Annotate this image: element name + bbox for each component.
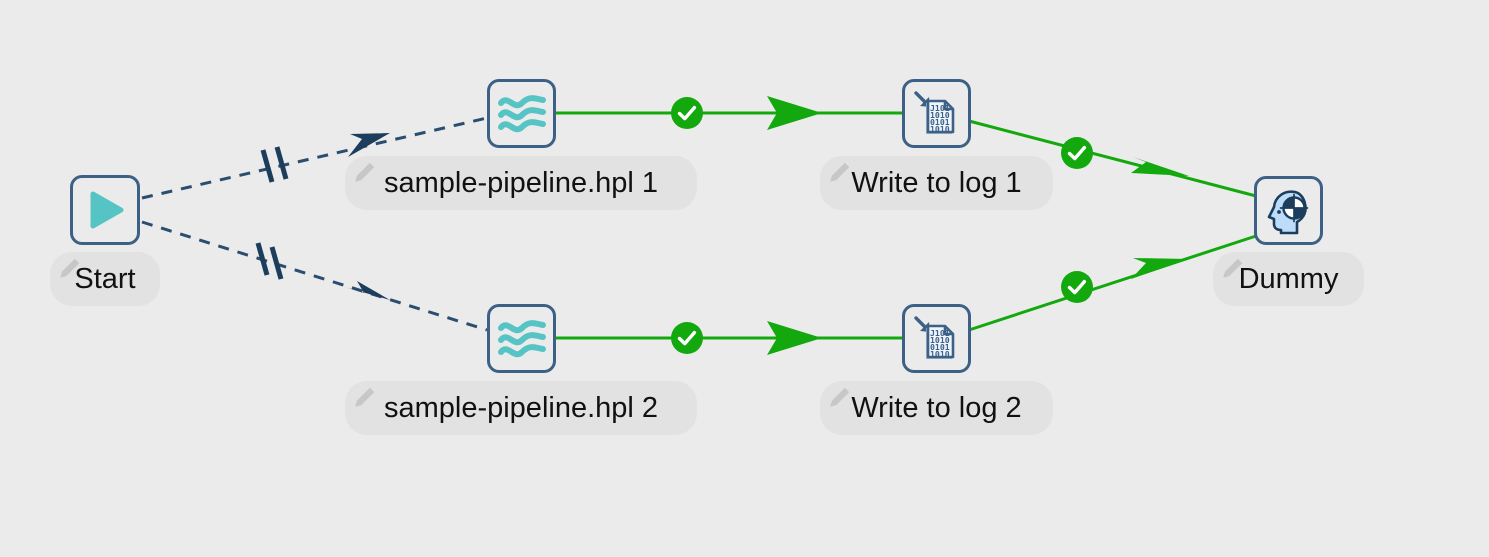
hop-success-check-icon[interactable]	[671, 97, 703, 129]
hop-arrowhead-icon	[348, 133, 390, 157]
hop-arrowhead-icon	[345, 281, 390, 300]
hop-pipeline-1-to-write-to-log-1[interactable]	[556, 96, 902, 130]
node-label-text: Dummy	[1238, 262, 1339, 295]
edit-pencil-icon	[830, 387, 850, 407]
svg-text:J101: J101	[930, 328, 950, 338]
hop-success-check-icon[interactable]	[1061, 137, 1093, 169]
svg-text:0101: 0101	[930, 117, 950, 127]
node-label-pipeline-2[interactable]: sample-pipeline.hpl 2	[345, 381, 697, 435]
hop-line	[968, 234, 1257, 332]
hop-start-to-pipeline-1[interactable]	[141, 116, 488, 200]
svg-text:1010: 1010	[930, 349, 950, 359]
write-to-log-icon: J101 1010 0101 1010	[913, 315, 954, 359]
node-pipeline-1[interactable]	[487, 79, 556, 148]
hop-start-to-pipeline-2[interactable]	[141, 220, 488, 332]
node-label-text: sample-pipeline.hpl 2	[383, 391, 659, 424]
node-label-text: Start	[74, 262, 136, 295]
node-label-write-to-log-2[interactable]: Write to log 2	[820, 381, 1053, 435]
hop-pipeline-2-to-write-to-log-2[interactable]	[556, 321, 902, 355]
node-label-pipeline-1[interactable]: sample-pipeline.hpl 1	[345, 156, 697, 210]
node-write-to-log-2[interactable]: J101 1010 0101 1010	[902, 304, 971, 373]
node-label-text: Write to log 1	[851, 166, 1022, 199]
node-label-dummy[interactable]: Dummy	[1213, 252, 1364, 306]
hop-arrowhead-icon	[1131, 258, 1189, 279]
hop-arrowhead-icon	[767, 96, 822, 130]
pipeline-waves-icon	[497, 319, 546, 357]
hop-arrowhead-icon	[1131, 157, 1189, 176]
dummy-head-target-icon	[1267, 189, 1308, 234]
edit-pencil-icon	[60, 258, 80, 278]
svg-text:1010: 1010	[930, 335, 950, 345]
hop-write-to-log-2-to-dummy[interactable]	[968, 234, 1257, 332]
write-to-log-icon: J101 1010 0101 1010	[913, 90, 954, 134]
node-pipeline-2[interactable]	[487, 304, 556, 373]
node-label-text: sample-pipeline.hpl 1	[383, 166, 659, 199]
node-label-start[interactable]: Start	[50, 252, 160, 306]
edit-pencil-icon	[355, 162, 375, 182]
svg-text:1010: 1010	[930, 124, 950, 134]
parallel-bars-icon	[255, 242, 284, 280]
pipeline-waves-icon	[497, 94, 546, 132]
hop-line	[968, 119, 1257, 198]
edit-pencil-icon	[355, 387, 375, 407]
hop-success-check-icon[interactable]	[671, 322, 703, 354]
node-dummy[interactable]	[1254, 176, 1323, 245]
node-write-to-log-1[interactable]: J101 1010 0101 1010	[902, 79, 971, 148]
node-label-write-to-log-1[interactable]: Write to log 1	[820, 156, 1053, 210]
svg-text:0101: 0101	[930, 342, 950, 352]
hop-write-to-log-1-to-dummy[interactable]	[968, 119, 1257, 198]
play-triangle-icon	[90, 191, 124, 229]
hop-success-check-icon[interactable]	[1061, 271, 1093, 303]
parallel-bars-icon	[260, 146, 289, 183]
node-label-text: Write to log 2	[851, 391, 1022, 424]
svg-text:1010: 1010	[930, 110, 950, 120]
hop-line	[141, 220, 488, 332]
svg-text:J101: J101	[930, 103, 950, 113]
edit-pencil-icon	[830, 162, 850, 182]
hop-arrowhead-icon	[767, 321, 822, 355]
node-start[interactable]	[70, 175, 140, 245]
edit-pencil-icon	[1223, 258, 1243, 278]
